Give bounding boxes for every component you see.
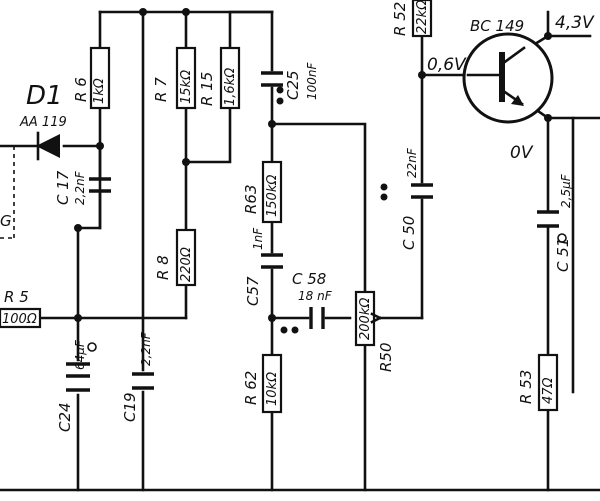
r15-ref: R 15 (198, 72, 216, 106)
c25-ref: C25 (284, 70, 302, 100)
r5-ref: R 5 (4, 288, 29, 306)
resistor-r63: 150kΩ R63 (242, 160, 283, 224)
junction-dots (74, 8, 552, 334)
resistor-r53: 47Ω R 53 (517, 353, 559, 412)
r53-value: 47Ω (541, 377, 556, 404)
c57-ref: C57 (244, 276, 262, 306)
r52-ref: R 52 (391, 2, 409, 36)
c17-ref: C 17 (54, 170, 72, 205)
r15-value: 1,6kΩ (223, 68, 238, 106)
c19-value: 2,2nF (139, 331, 153, 366)
c57-value: 1nF (251, 227, 265, 250)
resistor-r62: 10kΩ R 62 (242, 353, 283, 414)
resistor-r7: 15kΩ R 7 (152, 46, 197, 110)
voltage-labels: 0,6V 4,3V 0V (427, 13, 595, 163)
c24-ref: C24 (56, 402, 74, 432)
r52-value: 22kΩ (415, 0, 430, 34)
r53-ref: R 53 (517, 370, 535, 404)
resistor-r5: 100Ω R 5 (0, 288, 42, 329)
r5-value: 100Ω (2, 312, 37, 327)
c51-value: 2,5μF (559, 173, 573, 208)
transistor-bc149: BC 149 (462, 17, 554, 124)
resistor-r6: 1kΩ R 6 (72, 46, 111, 110)
resistor-r52: 22kΩ R 52 (391, 0, 433, 38)
capacitor-c19: 2,2nF C19 (121, 331, 154, 422)
collector-voltage: 4,3V (555, 13, 595, 33)
c19-ref: C19 (121, 392, 139, 422)
d1-type: AA 119 (19, 115, 67, 130)
wires (0, 10, 600, 492)
r7-ref: R 7 (152, 77, 170, 102)
diode-d1: D1 AA 119 (19, 81, 67, 161)
base-voltage: 0,6V (427, 55, 467, 75)
c17-value: 2,2nF (73, 170, 87, 205)
r63-value: 150kΩ (265, 175, 280, 217)
resistor-r8: 220Ω R 8 (154, 228, 197, 287)
c58-ref: C 58 (292, 270, 326, 288)
c58-value: 18 nF (298, 289, 333, 303)
r62-value: 10kΩ (265, 372, 280, 406)
potentiometer-r50: 200kΩ R50 (354, 290, 395, 372)
c25-value: 100nF (305, 61, 319, 100)
emitter-voltage: 0V (510, 143, 534, 163)
capacitor-c57: 1nF C57 (244, 227, 283, 306)
capacitor-c58: C 58 18 nF (292, 270, 333, 329)
resistor-r15: 1,6kΩ R 15 (198, 46, 241, 110)
capacitor-c24: 64μF C24 (56, 339, 97, 432)
capacitor-c25: C25 100nF (261, 61, 319, 100)
c50-value: 22nF (405, 147, 419, 178)
d1-ref: D1 (26, 81, 63, 111)
r6-value: 1kΩ (92, 78, 107, 104)
c50-ref: C 50 (400, 216, 418, 250)
r50-value: 200kΩ (358, 298, 373, 340)
capacitor-c50: 22nF C 50 (400, 147, 433, 250)
partial-left-label: G (0, 212, 12, 230)
r50-ref: R50 (377, 342, 395, 372)
c24-value: 64μF (73, 339, 87, 370)
r7-value: 15kΩ (179, 70, 194, 104)
capacitor-c17: 2,2nF C 17 (54, 170, 111, 205)
r63-ref: R63 (242, 184, 260, 214)
transistor-type: BC 149 (470, 17, 524, 35)
c51-ref: C 51 (554, 238, 572, 272)
capacitor-c51: 2,5μF C 51 (537, 173, 573, 272)
r8-value: 220Ω (179, 247, 194, 282)
r8-ref: R 8 (154, 255, 172, 280)
r62-ref: R 62 (242, 371, 260, 405)
r6-ref: R 6 (72, 77, 90, 102)
